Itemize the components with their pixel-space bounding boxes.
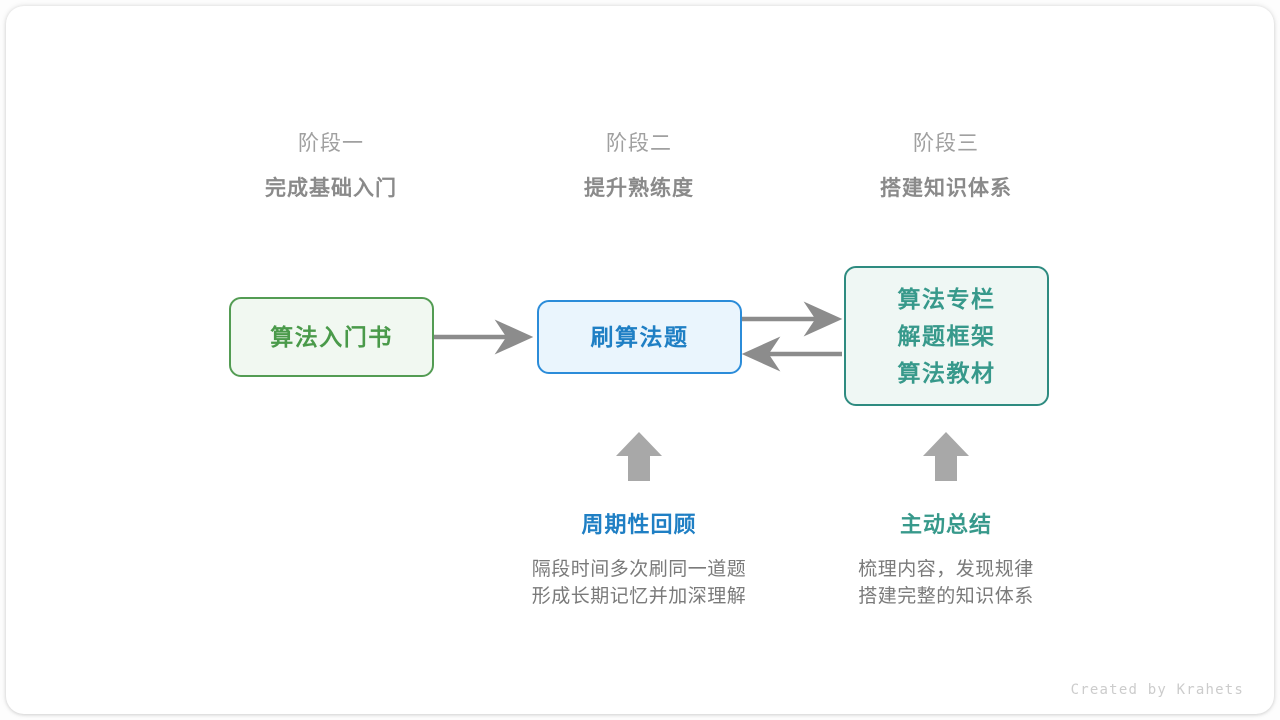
note-periodic-review: 周期性回顾 隔段时间多次刷同一道题 形成长期记忆并加深理解 bbox=[479, 510, 799, 610]
node-intro-book-line-1: 算法入门书 bbox=[270, 323, 393, 350]
watermark-credit: Created by Krahets bbox=[1070, 682, 1244, 698]
node-resources-line-1: 算法专栏 bbox=[897, 285, 996, 312]
node-resources-line-3: 算法教材 bbox=[897, 359, 996, 386]
stage-1-title: 完成基础入门 bbox=[265, 177, 397, 200]
stage-header-3: 阶段三 搭建知识体系 bbox=[816, 129, 1076, 205]
note-active-summary-body-line-2: 搭建完整的知识体系 bbox=[858, 586, 1034, 607]
note-periodic-review-body-line-1: 隔段时间多次刷同一道题 bbox=[531, 559, 747, 580]
stage-3-title: 搭建知识体系 bbox=[880, 177, 1012, 200]
node-practice-problems-line-1: 刷算法题 bbox=[590, 323, 689, 350]
note-active-summary: 主动总结 梳理内容，发现规律 搭建完整的知识体系 bbox=[786, 510, 1106, 610]
note-periodic-review-body-line-2: 形成长期记忆并加深理解 bbox=[531, 586, 747, 607]
stage-2-title: 提升熟练度 bbox=[584, 177, 694, 200]
node-resources-line-2: 解题框架 bbox=[897, 322, 996, 349]
node-practice-problems[interactable]: 刷算法题 bbox=[537, 300, 742, 374]
stage-3-subtitle: 阶段三 bbox=[913, 132, 979, 155]
stage-1-subtitle: 阶段一 bbox=[298, 132, 364, 155]
stage-header-2: 阶段二 提升熟练度 bbox=[509, 129, 769, 205]
stage-header-1: 阶段一 完成基础入门 bbox=[201, 129, 461, 205]
note-periodic-review-body: 隔段时间多次刷同一道题 形成长期记忆并加深理解 bbox=[479, 556, 799, 610]
note-active-summary-title: 主动总结 bbox=[899, 512, 992, 537]
node-intro-book[interactable]: 算法入门书 bbox=[229, 297, 434, 377]
note-periodic-review-title: 周期性回顾 bbox=[581, 512, 697, 537]
note-active-summary-body-line-1: 梳理内容，发现规律 bbox=[858, 559, 1034, 580]
stage-2-subtitle: 阶段二 bbox=[606, 132, 672, 155]
node-resources[interactable]: 算法专栏 解题框架 算法教材 bbox=[844, 266, 1049, 406]
note-active-summary-body: 梳理内容，发现规律 搭建完整的知识体系 bbox=[786, 556, 1106, 610]
